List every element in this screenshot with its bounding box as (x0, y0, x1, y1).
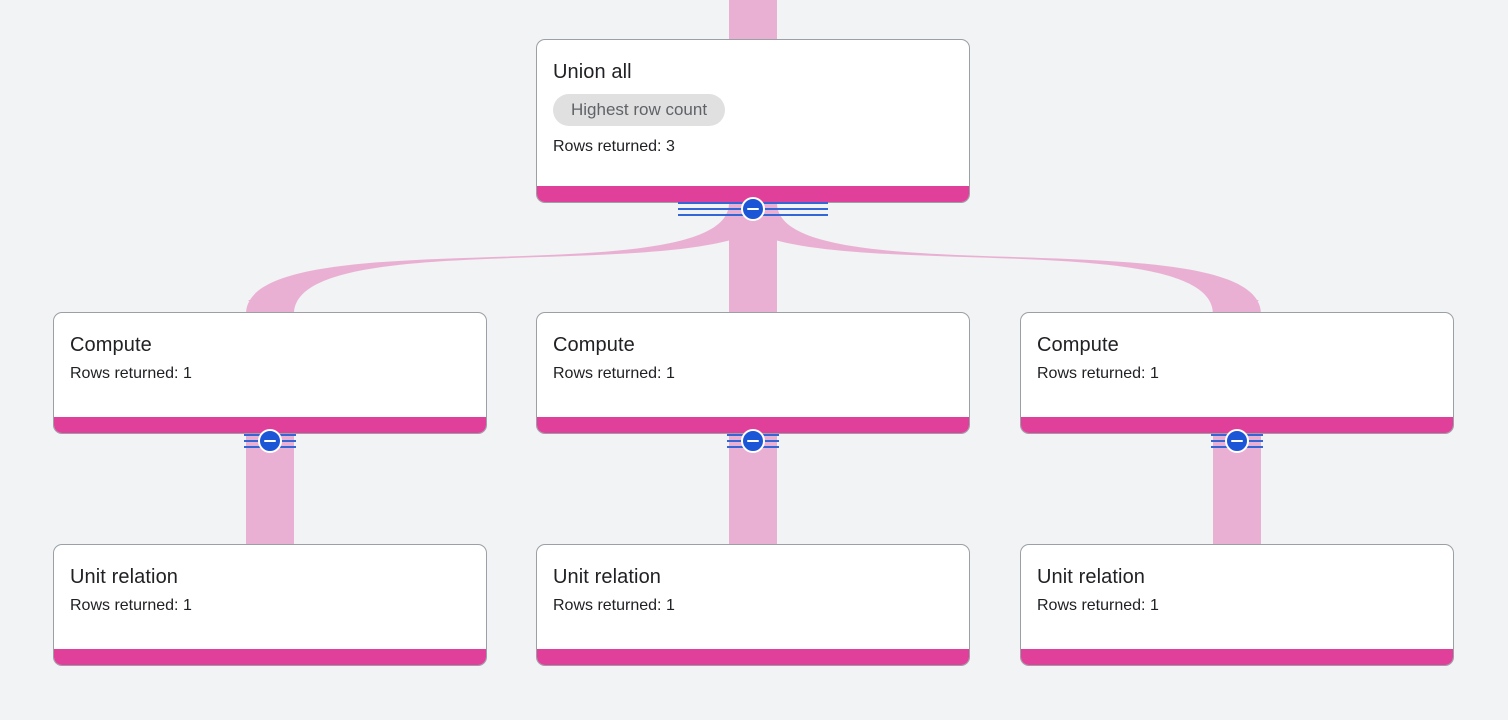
node-status-bar (1021, 649, 1453, 665)
node-rows-returned: Rows returned: 1 (70, 365, 192, 382)
node-status-bar (537, 649, 969, 665)
node-title: Unit relation (553, 566, 662, 588)
node-title: Union all (553, 61, 632, 83)
minus-circle-icon[interactable] (258, 429, 282, 453)
edge-union-all-to-compute-left (246, 203, 777, 314)
node-title: Compute (70, 334, 152, 356)
node-title: Compute (1037, 334, 1119, 356)
node-rows-returned: Rows returned: 1 (553, 597, 675, 614)
minus-circle-icon[interactable] (741, 429, 765, 453)
minus-circle-icon[interactable] (1225, 429, 1249, 453)
node-title: Unit relation (1037, 566, 1146, 588)
node-rows-returned: Rows returned: 3 (553, 138, 675, 155)
node-status-bar (1021, 417, 1453, 433)
node-status-bar (537, 417, 969, 433)
node-status-bar (537, 186, 969, 202)
edge-top-stub (729, 0, 777, 43)
node-rows-returned: Rows returned: 1 (70, 597, 192, 614)
edge-union-all-to-compute-right (729, 203, 1261, 314)
minus-circle-icon[interactable] (741, 197, 765, 221)
node-status-bar (54, 417, 486, 433)
node-status-bar (54, 649, 486, 665)
node-rows-returned: Rows returned: 1 (1037, 597, 1159, 614)
node-rows-returned: Rows returned: 1 (1037, 365, 1159, 382)
node-rows-returned: Rows returned: 1 (553, 365, 675, 382)
node-title: Unit relation (70, 566, 179, 588)
node-title: Compute (553, 334, 635, 356)
node-badge-highest-row-count: Highest row count (553, 94, 726, 126)
